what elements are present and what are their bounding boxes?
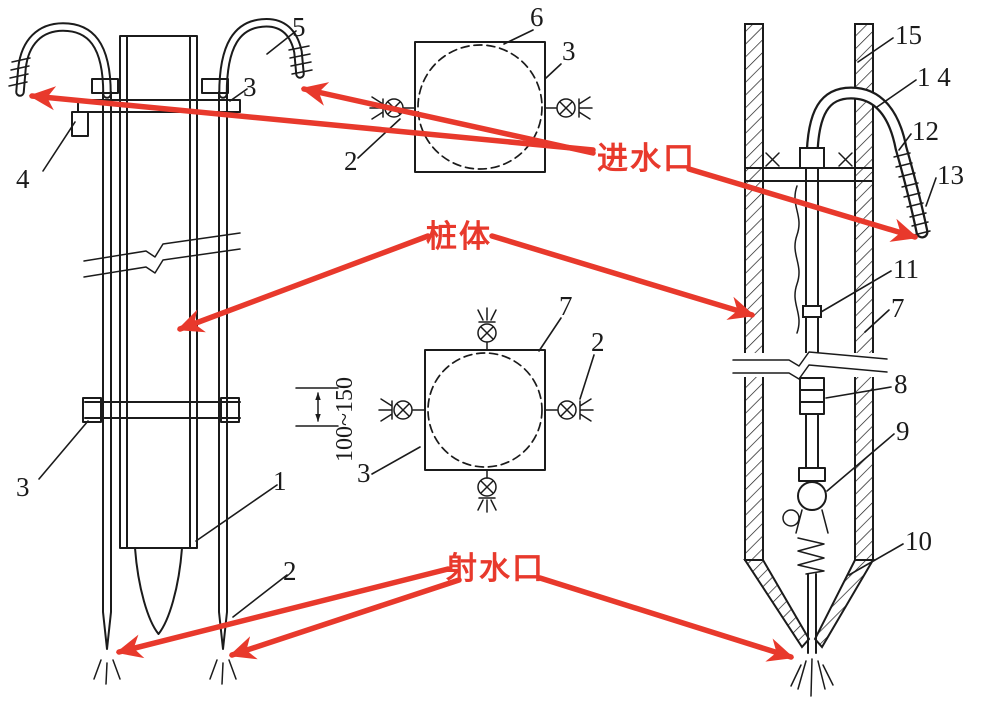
- hose-connector: [799, 147, 825, 169]
- callout-12: 12: [912, 116, 939, 146]
- callout-6: 6: [530, 2, 544, 32]
- callout-1: 1: [273, 466, 287, 496]
- leader-lines-upper-section: [357, 29, 562, 159]
- jet-spray-left-icon: [93, 659, 121, 685]
- cap-plate: [745, 167, 873, 182]
- callout-3-lower-section: 3: [357, 458, 371, 488]
- nozzle-funnel: [795, 509, 829, 534]
- jet-pipe-right: [218, 91, 228, 650]
- valve-top-lower: [477, 307, 497, 351]
- annotation-water-inlet: 进水口: [597, 141, 696, 176]
- callout-10: 10: [905, 526, 932, 556]
- callout-14: 1 4: [917, 62, 951, 92]
- jet-pipe-left: [102, 91, 112, 650]
- arrow-jet-outlet-near-left: [228, 577, 462, 660]
- inner-jet-pipe: [805, 167, 819, 469]
- upper-cross-section: [357, 29, 593, 173]
- ball-valve-ball: [782, 509, 800, 527]
- section-square-upper: [414, 41, 546, 173]
- leader-lines-left-view: [38, 30, 297, 618]
- callout-13: 13: [937, 160, 964, 190]
- inlet-nozzle-ribs-left: [8, 57, 31, 87]
- top-mounting-plate: [77, 99, 241, 113]
- arrow-pile-body-right: [489, 233, 756, 320]
- pile-circle-dashed-lower: [427, 352, 543, 468]
- arrow-jet-outlet-far-left: [115, 566, 451, 659]
- callout-3-upper-section: 3: [562, 36, 576, 66]
- leader-lines-right-view: [820, 37, 937, 576]
- callout-11: 11: [893, 254, 919, 284]
- callout-2-upper-section: 2: [344, 146, 358, 176]
- pile-wall-left: [744, 23, 764, 561]
- collar-clamp: [82, 397, 241, 423]
- pile-tube: [119, 35, 198, 549]
- tip-jet-pipe: [807, 573, 817, 654]
- annotation-jet-outlet: 射水口: [445, 551, 545, 586]
- pipe-coupling: [799, 377, 825, 415]
- pile-tip-wall-left: [743, 559, 811, 649]
- callout-numbers: 5 4 3 3 1 2 6 3 2 7 2 3 100~150 15 1 4 1…: [16, 2, 964, 586]
- valve-bottom-lower: [477, 469, 497, 513]
- lower-cross-section: [371, 307, 595, 513]
- arrow-pile-body-left: [176, 233, 431, 333]
- leader-lines-lower-section: [371, 317, 595, 475]
- callout-2-lower-section: 2: [591, 327, 605, 357]
- break-lines-right-view: [732, 351, 888, 380]
- pile-cone-tip: [134, 547, 183, 635]
- valve-right-lower: [544, 398, 594, 422]
- pipe-flange: [798, 467, 826, 482]
- callout-9: 9: [896, 416, 910, 446]
- arrow-inlet-to-left-elbow: [28, 86, 596, 153]
- hanging-cable: [794, 185, 800, 334]
- pile-circle-dashed-upper: [417, 44, 543, 170]
- callout-3-pipe-clamp: 3: [243, 72, 257, 102]
- callout-7-right: 7: [891, 293, 905, 323]
- callout-7-lower-section: 7: [559, 291, 573, 321]
- valve-left-lower: [378, 398, 426, 422]
- annotation-pile-body: 桩体: [426, 219, 492, 254]
- break-lines-left-view: [83, 232, 241, 278]
- arrow-inlet-to-right-elbow: [300, 82, 596, 156]
- arrow-jet-outlet-right: [537, 575, 795, 662]
- section-square-lower: [424, 349, 546, 471]
- callout-8: 8: [894, 369, 908, 399]
- cable-clamp: [802, 305, 822, 318]
- callout-2-jet-pipe: 2: [283, 556, 297, 586]
- callout-3-collar: 3: [16, 472, 30, 502]
- callout-15: 15: [895, 20, 922, 50]
- right-pile-section: [732, 23, 937, 697]
- callout-4: 4: [16, 164, 30, 194]
- valve-right-upper: [544, 96, 593, 120]
- hose-ribs: [893, 152, 931, 236]
- spring-section: [797, 537, 825, 575]
- cap-bolt-marks: [765, 152, 853, 167]
- inlet-nozzle-ribs-right: [288, 45, 313, 75]
- tip-spray-icon: [790, 658, 834, 697]
- callout-5: 5: [292, 12, 306, 42]
- dimension-extension-lines: [295, 387, 339, 427]
- arrow-inlet-to-hose: [686, 166, 919, 242]
- dimension-label: 100~150: [332, 377, 358, 462]
- red-annotations: 进水口 桩体 射水口: [28, 82, 919, 662]
- jet-spray-right-icon: [209, 659, 237, 685]
- ball-valve: [797, 481, 827, 511]
- pile-tip-wall-right: [813, 559, 875, 649]
